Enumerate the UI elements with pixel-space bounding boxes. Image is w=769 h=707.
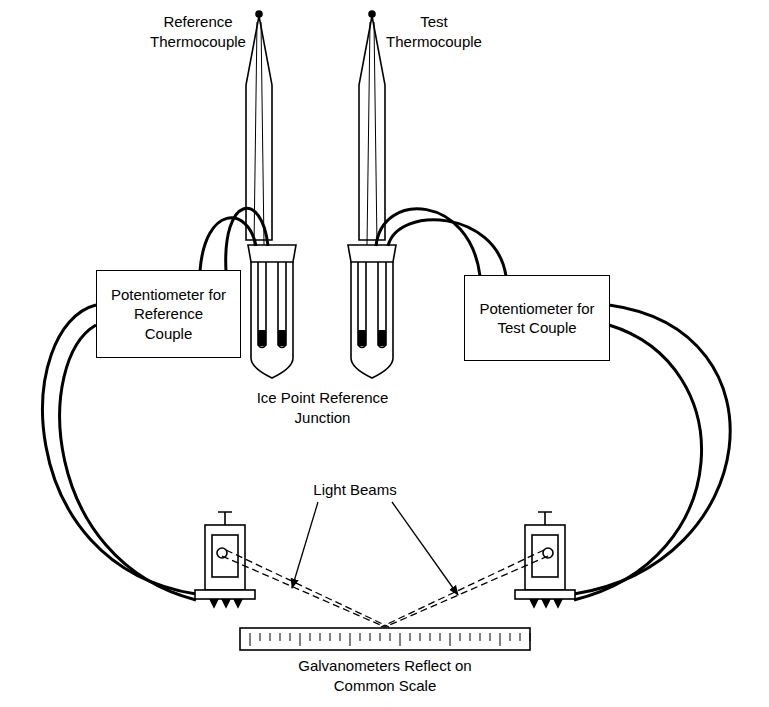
light-beam [222,550,548,627]
beam-label: Light Beams [295,480,415,500]
junction-label: Ice Point Reference Junction [240,388,405,427]
probe-label: Test Thermocouple [384,12,484,51]
box-label: Potentiometer for Test Couple [478,299,596,338]
ice-flask [248,245,296,378]
leader-arrow [292,502,458,595]
scale-ticks [250,633,530,646]
ice-flask [348,245,396,378]
lead-wire [200,208,506,276]
probe-label: Reference Thermocouple [148,12,248,51]
test-probe [359,11,385,245]
box-label: Potentiometer for Reference Couple [110,285,228,344]
potentiometer-box: Potentiometer for Test Couple [464,275,610,361]
scale-label: Galvanometers Reflect on Common Scale [293,656,477,695]
common-scale [240,628,530,650]
potentiometer-box: Potentiometer for Reference Couple [96,270,241,358]
